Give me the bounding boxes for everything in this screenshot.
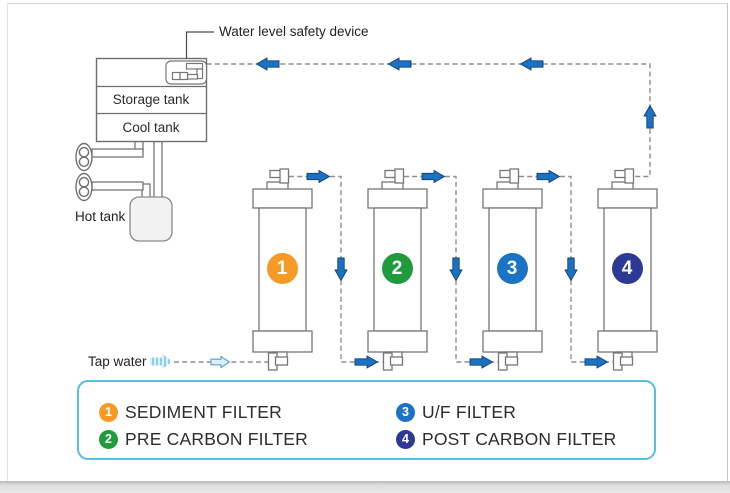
legend-badge-2: 2 — [99, 429, 118, 449]
legend-label-4: POST CARBON FILTER — [422, 428, 617, 449]
tap-water-label: Tap water — [88, 353, 147, 369]
frame-right-edge — [727, 3, 728, 481]
legend-label-1: SEDIMENT FILTER — [125, 401, 282, 422]
filter-number-1: 1 — [266, 253, 298, 284]
storage-cool-tank — [95, 31, 214, 143]
hot-tank-label: Hot tank — [75, 209, 126, 224]
frame-left-edge — [7, 3, 8, 481]
flow-arrow-up-icon — [643, 105, 657, 129]
cool-water-faucet-icon — [75, 142, 93, 172]
label-leader-line — [185, 31, 214, 59]
hot-tank-shape — [129, 196, 173, 242]
legend-label-3: U/F FILTER — [422, 401, 517, 422]
flow-arrow-right-icon — [584, 355, 608, 369]
legend-item-uf-filter: 3 U/F FILTER — [396, 402, 516, 422]
flow-arrow-down-icon — [334, 257, 348, 281]
frame-top-edge — [7, 3, 728, 4]
legend: 1 SEDIMENT FILTER 2 PRE CARBON FILTER 3 … — [77, 380, 656, 460]
legend-item-pre-carbon-filter: 2 PRE CARBON FILTER — [99, 429, 308, 449]
legend-label-2: PRE CARBON FILTER — [125, 428, 308, 449]
frame-bottom-edge — [0, 481, 730, 493]
cool-tank-label: Cool tank — [122, 119, 180, 135]
flow-arrow-left-icon — [520, 57, 544, 71]
storage-tank-label: Storage tank — [112, 92, 190, 107]
flow-arrow-down-icon — [564, 257, 578, 281]
flow-arrow-left-icon — [256, 57, 280, 71]
flow-arrow-down-icon — [449, 257, 463, 281]
flow-arrow-right-icon — [354, 355, 378, 369]
water-level-safety-device-label: Water level safety device — [219, 24, 369, 39]
legend-item-sediment-filter: 1 SEDIMENT FILTER — [99, 402, 282, 422]
flow-arrow-left-icon — [388, 57, 412, 71]
tap-water-inlet-arrow-icon — [210, 355, 231, 369]
tap-water-feed-arrow-icon — [150, 353, 172, 370]
legend-item-post-carbon-filter: 4 POST CARBON FILTER — [396, 429, 617, 449]
water-level-safety-device-shape — [165, 60, 208, 85]
flow-arrow-right-icon — [306, 170, 330, 183]
filter-number-2: 2 — [381, 253, 413, 284]
hot-water-faucet-icon — [75, 172, 93, 202]
legend-badge-1: 1 — [99, 402, 118, 422]
flow-arrow-right-icon — [421, 170, 445, 183]
faucet-pipes — [91, 140, 163, 199]
filter-number-4: 4 — [611, 253, 643, 284]
return-pipe — [206, 63, 651, 178]
flow-arrow-right-icon — [469, 355, 493, 369]
legend-badge-4: 4 — [396, 429, 415, 449]
flow-arrow-right-icon — [536, 170, 560, 183]
filter-number-3: 3 — [496, 253, 528, 284]
legend-badge-3: 3 — [396, 402, 415, 422]
